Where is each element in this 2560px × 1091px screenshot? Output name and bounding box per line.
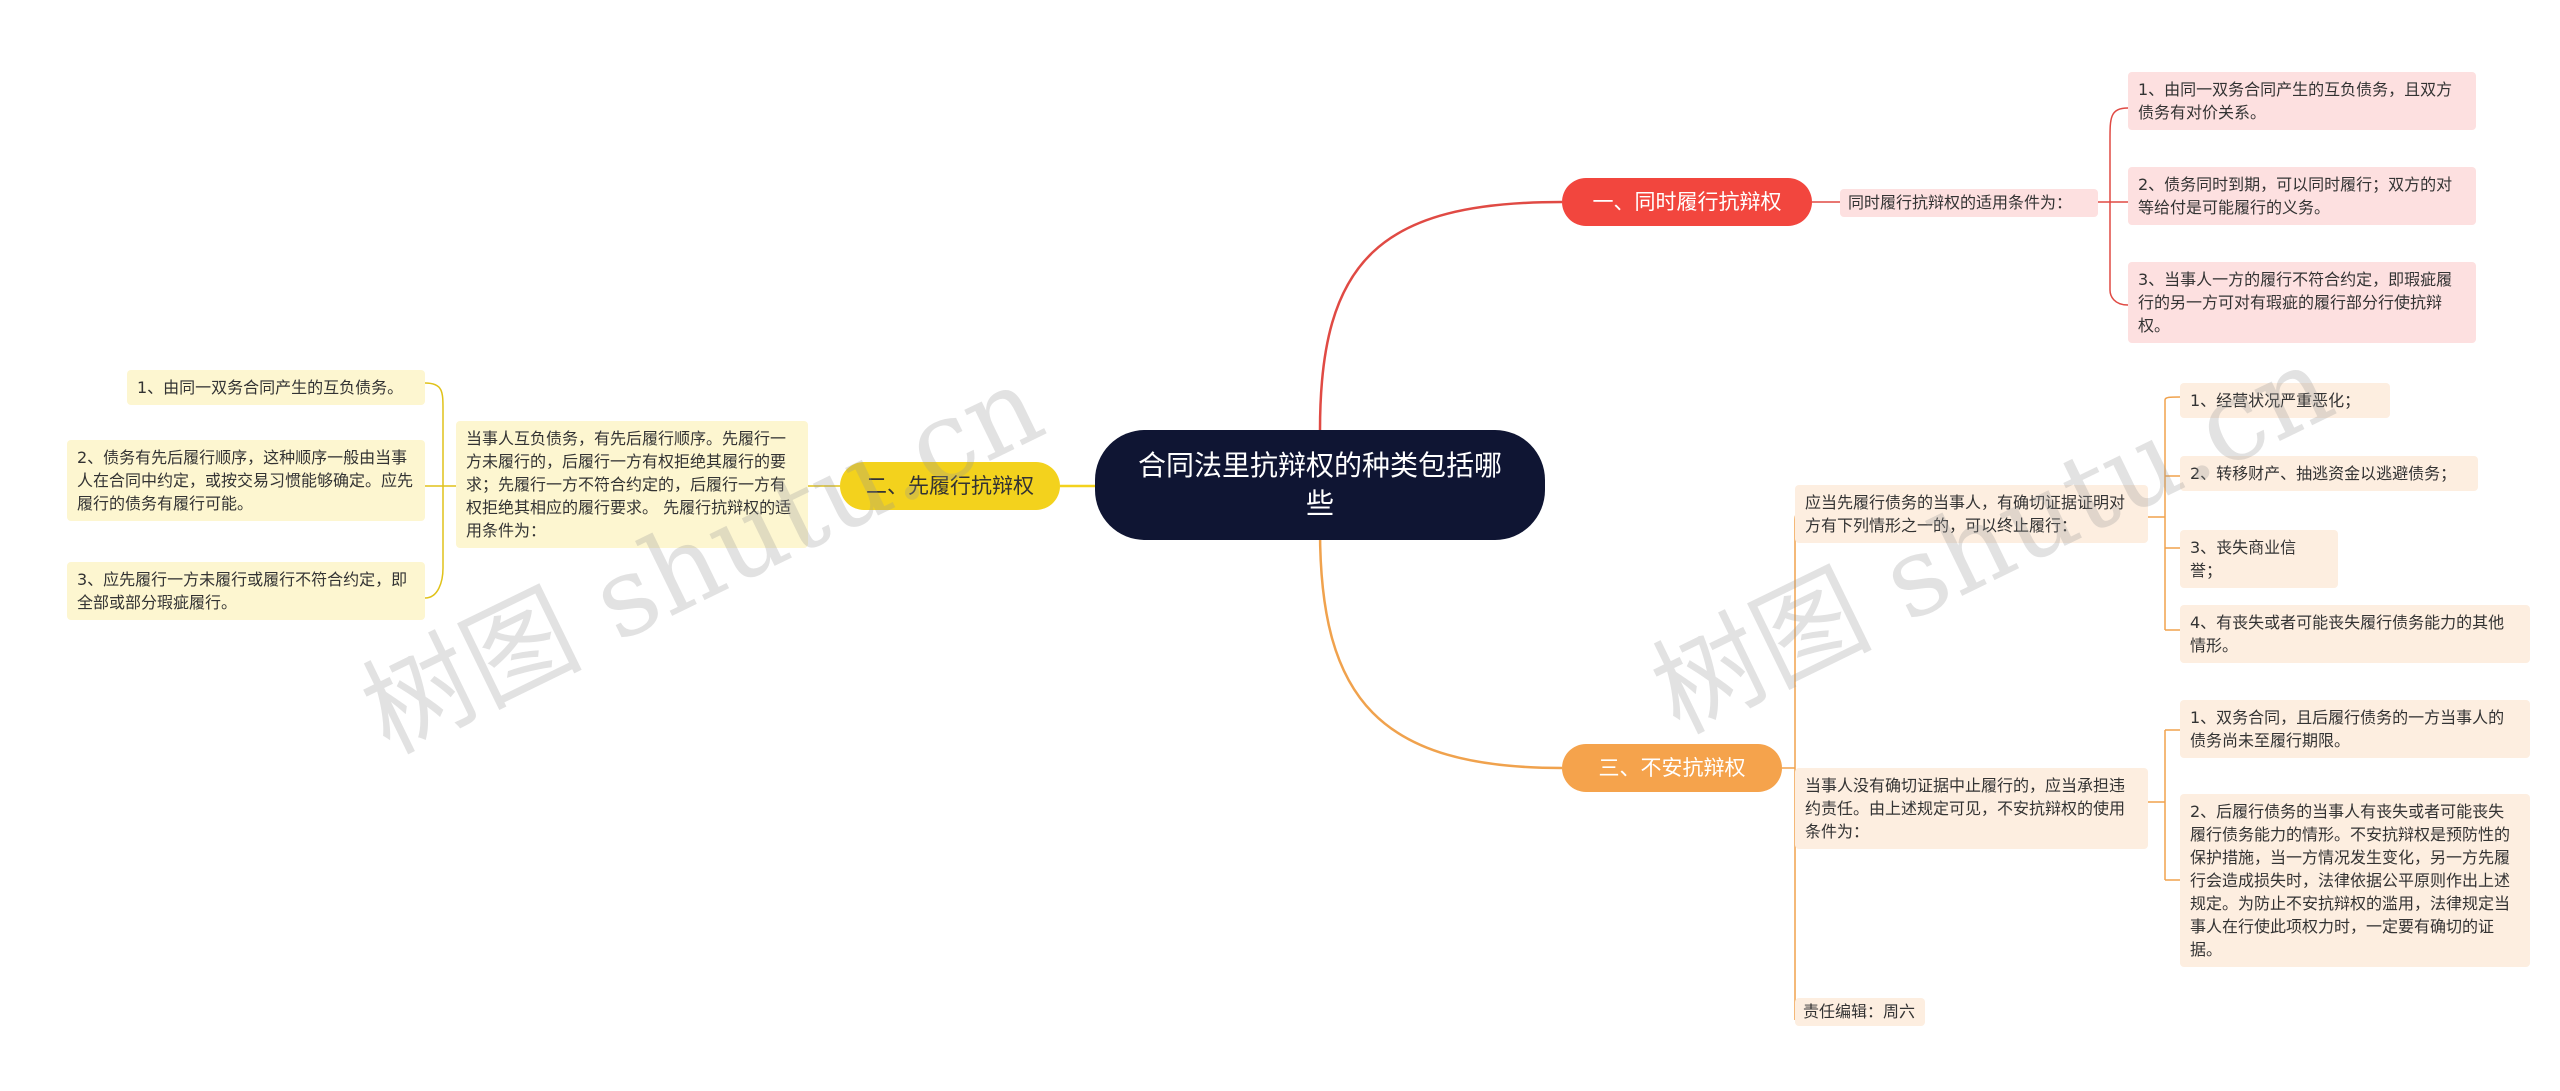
b3-item-text: 1、经营状况严重恶化； (2190, 391, 2361, 410)
b1-item-3[interactable]: 3、当事人一方的履行不符合约定，即瑕疵履行的另一方可对有瑕疵的履行部分行使抗辩权… (2128, 262, 2476, 343)
b3-editor[interactable]: 责任编辑：周六 (1795, 998, 1925, 1026)
b3-sub1-item-2[interactable]: 2、转移财产、抽逃资金以逃避债务； (2180, 456, 2478, 491)
b3-item-text: 3、丧失商业信誉； (2190, 538, 2297, 580)
branch-label: 三、不安抗辩权 (1598, 756, 1746, 780)
link-b2-items (424, 382, 456, 599)
b3-sub2-item-2[interactable]: 2、后履行债务的当事人有丧失或者可能丧失履行债务能力的情形。不安抗辩权是预防性的… (2180, 794, 2530, 967)
b2-item-1[interactable]: 1、由同一双务合同产生的互负债务。 (127, 370, 425, 405)
b3-item-text: 2、转移财产、抽逃资金以逃避债务； (2190, 464, 2457, 483)
b3-item-text: 4、有丧失或者可能丧失履行债务能力的其他情形。 (2190, 613, 2505, 655)
link-root-b3 (1318, 529, 1563, 770)
link-b3-sub1-items (2148, 396, 2181, 631)
b1-item-2[interactable]: 2、债务同时到期，可以同时履行；双方的对等给付是可能履行的义务。 (2128, 167, 2476, 225)
b1-item-text: 1、由同一双务合同产生的互负债务，且双方债务有对价关系。 (2138, 80, 2453, 122)
b2-condition-text: 当事人互负债务，有先后履行顺序。先履行一方未履行的，后履行一方有权拒绝其履行的要… (466, 429, 792, 540)
b3-sub2-text: 当事人没有确切证据中止履行的，应当承担违约责任。由上述规定可见，不安抗辩权的使用… (1805, 776, 2126, 841)
b2-item-3[interactable]: 3、应先履行一方未履行或履行不符合约定，即全部或部分瑕疵履行。 (67, 562, 425, 620)
b2-item-text: 3、应先履行一方未履行或履行不符合约定，即全部或部分瑕疵履行。 (77, 570, 408, 612)
b3-sub1-text: 应当先履行债务的当事人，有确切证据证明对方有下列情形之一的，可以终止履行： (1805, 493, 2126, 535)
b2-item-text: 2、债务有先后履行顺序，这种顺序一般由当事人在合同中约定，或按交易习惯能够确定。… (77, 448, 414, 513)
b2-item-text: 1、由同一双务合同产生的互负债务。 (137, 378, 404, 397)
branch-same-time-performance[interactable]: 一、同时履行抗辩权 (1562, 178, 1812, 226)
branch-insecurity-defense[interactable]: 三、不安抗辩权 (1562, 744, 1782, 792)
b3-item-text: 1、双务合同，且后履行债务的一方当事人的债务尚未至履行期限。 (2190, 708, 2505, 750)
b3-sub1[interactable]: 应当先履行债务的当事人，有确切证据证明对方有下列情形之一的，可以终止履行： (1795, 485, 2148, 543)
b1-condition-text: 同时履行抗辩权的适用条件为： (1848, 193, 2073, 212)
link-root-b1 (1318, 200, 1563, 431)
editor-text: 责任编辑：周六 (1803, 1002, 1916, 1021)
root-topic[interactable]: 合同法里抗辩权的种类包括哪些 (1095, 430, 1545, 540)
b1-condition[interactable]: 同时履行抗辩权的适用条件为： (1840, 189, 2098, 217)
b3-sub2[interactable]: 当事人没有确切证据中止履行的，应当承担违约责任。由上述规定可见，不安抗辩权的使用… (1795, 768, 2148, 849)
b3-sub1-item-1[interactable]: 1、经营状况严重恶化； (2180, 383, 2390, 418)
link-b3-trunk (1782, 505, 1811, 1021)
link-b3-sub2-items (2148, 729, 2180, 881)
b3-sub1-item-4[interactable]: 4、有丧失或者可能丧失履行债务能力的其他情形。 (2180, 605, 2530, 663)
b1-item-text: 3、当事人一方的履行不符合约定，即瑕疵履行的另一方可对有瑕疵的履行部分行使抗辩权… (2138, 270, 2453, 335)
b3-sub2-item-1[interactable]: 1、双务合同，且后履行债务的一方当事人的债务尚未至履行期限。 (2180, 700, 2530, 758)
b1-item-text: 2、债务同时到期，可以同时履行；双方的对等给付是可能履行的义务。 (2138, 175, 2453, 217)
b3-item-text: 2、后履行债务的当事人有丧失或者可能丧失履行债务能力的情形。不安抗辩权是预防性的… (2190, 802, 2511, 959)
branch-prior-performance[interactable]: 二、先履行抗辩权 (840, 462, 1060, 510)
b2-condition[interactable]: 当事人互负债务，有先后履行顺序。先履行一方未履行的，后履行一方有权拒绝其履行的要… (456, 421, 808, 548)
b3-sub1-item-3[interactable]: 3、丧失商业信誉； (2180, 530, 2338, 588)
branch-label: 二、先履行抗辩权 (866, 474, 1034, 498)
link-b1-items (2098, 107, 2129, 306)
b2-item-2[interactable]: 2、债务有先后履行顺序，这种顺序一般由当事人在合同中约定，或按交易习惯能够确定。… (67, 440, 425, 521)
branch-label: 一、同时履行抗辩权 (1592, 190, 1782, 214)
root-title: 合同法里抗辩权的种类包括哪些 (1137, 449, 1502, 520)
b1-item-1[interactable]: 1、由同一双务合同产生的互负债务，且双方债务有对价关系。 (2128, 72, 2476, 130)
